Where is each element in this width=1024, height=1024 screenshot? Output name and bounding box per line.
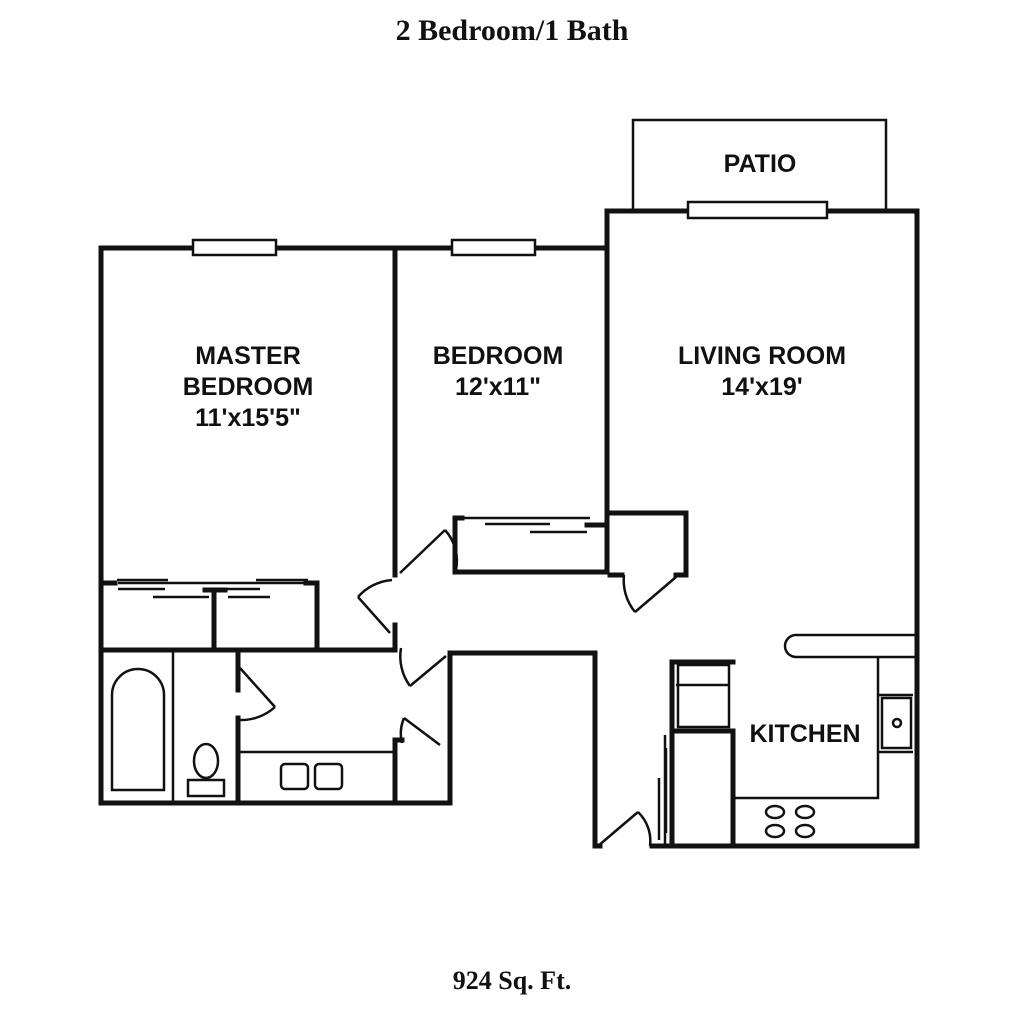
kitchen-counter-bar bbox=[783, 633, 917, 659]
sink bbox=[279, 762, 310, 791]
burner bbox=[764, 804, 786, 820]
bedroom-label: BEDROOM bbox=[433, 342, 564, 370]
bathtub bbox=[110, 667, 166, 792]
living-room-size: 14'x19' bbox=[721, 373, 802, 401]
master-label-1: MASTER bbox=[195, 342, 301, 370]
window bbox=[450, 238, 537, 257]
walls bbox=[98, 208, 920, 849]
kitchen-label: KITCHEN bbox=[749, 720, 860, 748]
bedroom-size: 12'x11" bbox=[455, 373, 541, 401]
burner bbox=[794, 823, 816, 839]
master-size: 11'x15'5" bbox=[195, 404, 301, 432]
burner bbox=[794, 804, 816, 820]
window bbox=[191, 238, 278, 257]
fixtures bbox=[110, 633, 917, 839]
sink bbox=[313, 762, 344, 791]
floorplan-title: 2 Bedroom/1 Bath bbox=[395, 14, 629, 47]
burner bbox=[764, 823, 786, 839]
living-room-label: LIVING ROOM bbox=[678, 342, 846, 370]
square-footage: 924 Sq. Ft. bbox=[452, 966, 572, 995]
toilet bbox=[192, 742, 220, 780]
window bbox=[686, 200, 829, 220]
doors bbox=[239, 529, 677, 847]
kitchen-sink bbox=[880, 696, 913, 750]
closet-doors bbox=[117, 516, 731, 848]
master-label-2: BEDROOM bbox=[183, 373, 314, 401]
patio-label: PATIO bbox=[724, 150, 797, 178]
